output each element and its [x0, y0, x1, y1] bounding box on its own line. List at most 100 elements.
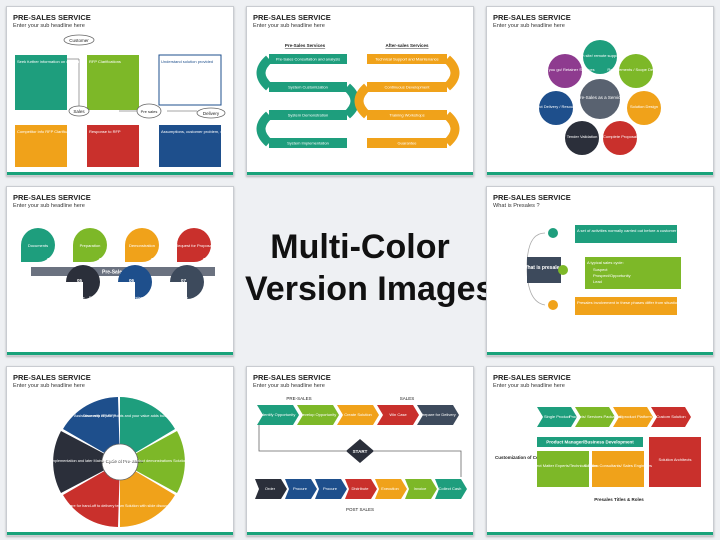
step-5: Marketing assistance [47, 295, 85, 300]
slide-title: PRE-SALES SERVICE [13, 373, 91, 382]
role-2: Solution Consultants/ Sales Engineers [584, 463, 652, 468]
stage-4: Win Case [389, 412, 407, 417]
sales-label: SALES [400, 396, 415, 401]
box-1: Seek further information on customer [17, 59, 83, 64]
pm-bar: Product Manager/Business Development [546, 440, 634, 445]
circle-cluster-diagram: Pre-Sales as a Service On site/ remote s… [530, 40, 665, 155]
what-is-presales-diagram: What is presales? A set of activities no… [523, 225, 700, 315]
answer-2: A typical sales cycle: [587, 260, 624, 265]
pre-item-1: Pre-Sales Consultation and analysis [276, 57, 340, 62]
sales-node: Sales [73, 109, 85, 114]
box-3: Understand solution provided [161, 59, 213, 64]
step-7: Proposal Assistance [152, 295, 189, 300]
answer-2-item-3: Lead [593, 279, 602, 284]
accent-bar [247, 532, 473, 535]
post-sales-label: POST SALES [346, 507, 374, 512]
after-item-3: Training Workshops [389, 113, 424, 118]
offer-2: Products/ Services Packages [569, 414, 621, 419]
slide-subtitle: Enter your sub headline here [253, 23, 325, 29]
slide-title: PRE-SALES SERVICE [13, 13, 91, 22]
slide-subtitle: Enter your sub headline here [13, 23, 85, 29]
step-1: Documents [28, 243, 48, 248]
lifecycle-diagram: Life Cycle of Pre-Sales Discovery of pai… [25, 397, 208, 527]
segment-6: Assistance with RFI/RFP [74, 414, 116, 418]
circle-6: Project Delivery / Resourcing [530, 104, 582, 109]
after-sales-header: After-sales Services [385, 43, 429, 48]
side-label: Customization of Content & Solutions [495, 455, 576, 460]
footer-label: Presales Titles & Roles [594, 497, 644, 502]
slide-thumbnail-5[interactable]: PRE-SALES SERVICE What is Presales ? Wha… [486, 186, 714, 356]
after-item-2: Continuous Development [385, 85, 431, 90]
center-heading: Multi-Color Version Images [245, 186, 495, 354]
step-2: Preparation [80, 243, 101, 248]
box-4: Competitor info RFP Clarifications [17, 129, 77, 134]
pre-item-2: System Customization [288, 85, 328, 90]
delivery-node: Delivery [203, 111, 220, 116]
pre-after-sales-diagram: Pre-Sales Services After-sales Services … [256, 43, 460, 148]
slide-thumbnail-6[interactable]: PRE-SALES SERVICE Enter your sub headlin… [6, 366, 234, 536]
start-node: START [353, 449, 368, 454]
accent-bar [7, 532, 233, 535]
slide-title: PRE-SALES SERVICE [253, 373, 331, 382]
offer-4: Custom Solution [656, 414, 685, 419]
heading-line-2: Version Images [245, 270, 495, 308]
slide-thumbnail-2[interactable]: PRE-SALES SERVICE Enter your sub headlin… [246, 6, 474, 176]
slide-title: PRE-SALES SERVICE [493, 13, 571, 22]
box-2: RFP Clarifications [89, 59, 121, 64]
circle-4: Complete Proposal [603, 134, 637, 139]
after-item-1: Technical Support and Maintenance [375, 57, 439, 62]
circle-1: On site/ remote support [579, 53, 622, 58]
center-circle: Pre-Sales as a Service [577, 95, 623, 100]
slide-thumbnail-4[interactable]: PRE-SALES SERVICE Enter your sub headlin… [6, 186, 234, 356]
customer-node: Customer [69, 38, 89, 43]
heading-line-1: Multi-Color [270, 228, 450, 266]
delivery-step-1: Order [265, 486, 276, 491]
number-1: 01 [47, 257, 53, 262]
box-5: Response to RFP [89, 129, 121, 134]
delivery-step-2: Procure [293, 486, 308, 491]
step-3: Demonstration [129, 243, 155, 248]
slide-thumbnail-8[interactable]: PRE-SALES SERVICE Enter your sub headlin… [486, 366, 714, 536]
delivery-step-4: Distribute [352, 486, 370, 491]
segment-3: Solution with slide discuss [125, 504, 169, 508]
answer-2-item-2: Prospect/Opportunity [593, 273, 631, 278]
circle-2: Requirements / Scope Definition [607, 67, 664, 72]
pre-sales-header: Pre-Sales Services [285, 43, 326, 48]
stage-1: Identify Opportunity [261, 412, 296, 417]
number-3: 03 [151, 257, 157, 262]
stage-2: Develop Opportunity [300, 412, 336, 417]
segment-4: Prepare for hand-off to delivery team [62, 504, 124, 508]
number-7: 07 [181, 278, 187, 283]
presales-node: Pre sales [141, 109, 158, 114]
stage-3: Create Solution [344, 412, 372, 417]
pre-item-3: System Demonstration [288, 113, 328, 118]
slide-thumbnail-7[interactable]: PRE-SALES SERVICE Enter your sub headlin… [246, 366, 474, 536]
presales-roles-diagram: Single Product Products/ Services Packag… [495, 407, 701, 502]
delivery-step-7: Collect Cash [439, 486, 462, 491]
answer-1: A set of activities normally carried out… [577, 228, 697, 233]
accent-bar [487, 532, 713, 535]
delivery-step-5: Execution [381, 486, 399, 491]
slide-thumbnail-1[interactable]: PRE-SALES SERVICE Enter your sub headlin… [6, 6, 234, 176]
pre-item-4: System Implementation [287, 141, 329, 146]
question-box: What is presales? [523, 265, 566, 271]
accent-bar [7, 352, 233, 355]
number-4: 04 [203, 257, 209, 262]
accent-bar [487, 352, 713, 355]
pre-sales-label: PRE-SALES [286, 396, 311, 401]
step-4: Request for Proposal [175, 243, 213, 248]
teardrop-steps-diagram: Pre-Sales Service Documents Preparation … [21, 228, 215, 300]
number-6: 06 [129, 278, 135, 283]
delivery-step-6: Invoice [414, 486, 427, 491]
role-3: Solution Architects [659, 457, 692, 462]
circle-3: Solution Design [630, 104, 658, 109]
slide-subtitle: What is Presales ? [493, 203, 540, 209]
slide-thumbnail-3[interactable]: PRE-SALES SERVICE Enter your sub headlin… [486, 6, 714, 176]
delivery-step-3: Procure [323, 486, 338, 491]
step-6: Product Management Assistance [89, 295, 148, 300]
circle-5: Tender Validation [567, 134, 598, 139]
slide-title: PRE-SALES SERVICE [13, 193, 91, 202]
slide-subtitle: Enter your sub headline here [13, 203, 85, 209]
presales-flow-diagram: Customer Seek further information on cus… [15, 34, 226, 167]
lifecycle-center: Life Cycle of Pre-Sales [97, 459, 144, 464]
